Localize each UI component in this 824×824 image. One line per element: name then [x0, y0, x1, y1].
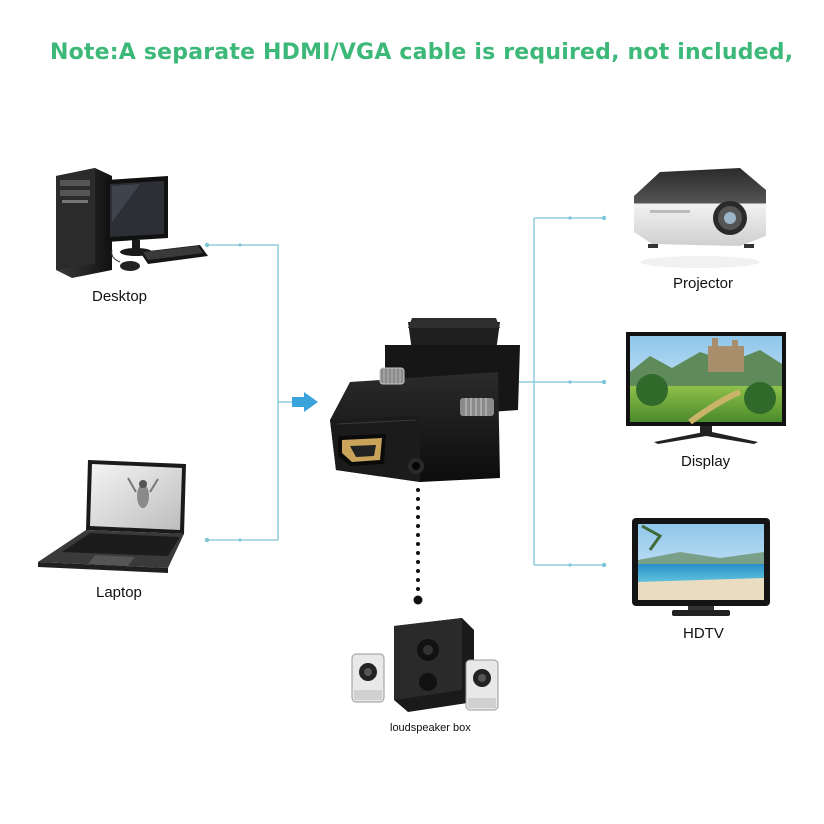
- line-end-dots: [204, 215, 607, 568]
- hdtv-icon: [632, 518, 770, 616]
- output-label-display: Display: [681, 453, 731, 470]
- laptop-icon: [38, 460, 186, 573]
- input-arrow-icon: [292, 392, 318, 412]
- speaker-system-icon: [351, 618, 499, 712]
- desktop-line: [207, 244, 279, 541]
- audio-dotted-line: [413, 488, 423, 605]
- source-label-laptop: Laptop: [96, 584, 142, 601]
- source-label-desktop: Desktop: [92, 288, 148, 305]
- audio-label: loudspeaker box: [390, 722, 471, 734]
- note-heading: Note:A separate HDMI/VGA cable is requir…: [50, 40, 794, 65]
- hdmi-vga-adapter-icon: [330, 318, 520, 482]
- desktop-computer-icon: [56, 168, 208, 278]
- projector-icon: [634, 168, 766, 268]
- output-label-hdtv: HDTV: [683, 625, 724, 642]
- monitor-icon: [626, 332, 786, 444]
- output-label-projector: Projector: [673, 275, 734, 292]
